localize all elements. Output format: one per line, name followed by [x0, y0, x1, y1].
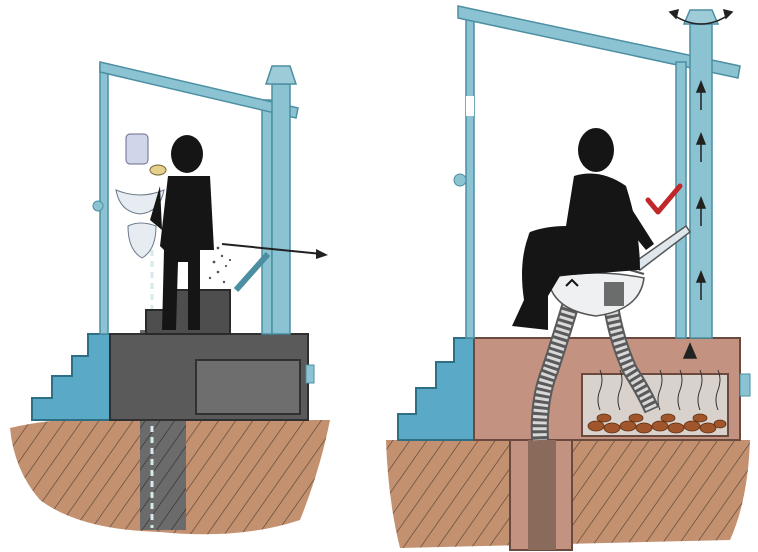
- left-panel: [10, 62, 330, 534]
- right-steps: [398, 338, 478, 440]
- right-checkmark: [648, 186, 680, 212]
- left-splash: [209, 247, 231, 284]
- left-steps: [32, 334, 118, 420]
- left-foundation: [110, 334, 314, 420]
- right-panel: [386, 6, 750, 550]
